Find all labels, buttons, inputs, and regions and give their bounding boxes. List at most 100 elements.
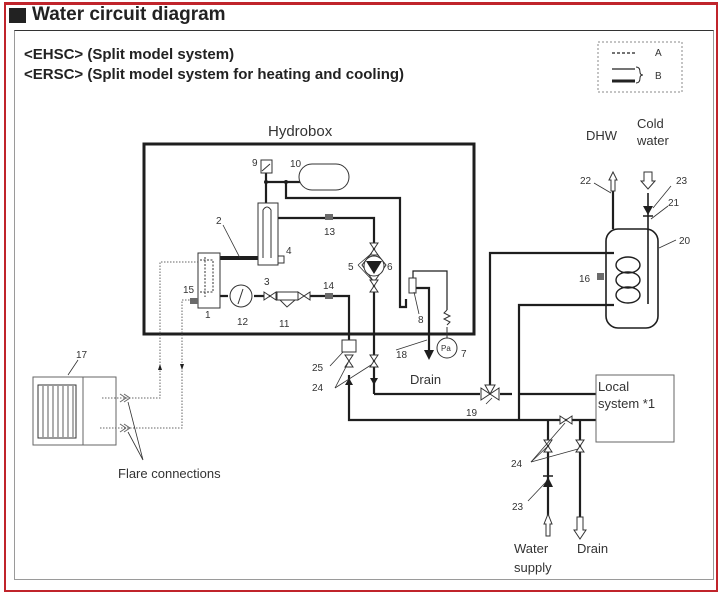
label-19: 19: [466, 408, 478, 419]
label-3: 3: [264, 277, 270, 288]
label-23-top: 23: [676, 176, 688, 187]
valve-icon: [263, 291, 277, 301]
hydrobox-label: Hydrobox: [268, 123, 333, 140]
label-13: 13: [324, 227, 336, 238]
legend-label-a: A: [655, 48, 662, 59]
label-24-hydrobox: 24: [312, 383, 324, 394]
label-8: 8: [418, 315, 424, 326]
drain-label-hydrobox: Drain: [410, 372, 441, 387]
label-20: 20: [679, 236, 691, 247]
label-24-bottom: 24: [511, 459, 523, 470]
label-5: 5: [348, 262, 354, 273]
legend-label-b: B: [655, 71, 662, 82]
label-11: 11: [279, 319, 290, 330]
pipe-relief-drain: [415, 286, 431, 350]
water-supply-label-1: Water: [514, 541, 549, 556]
junction-dot: [264, 180, 268, 184]
outdoor-unit-fan-grille: [37, 384, 77, 439]
dhw-tank: [605, 228, 659, 329]
sensor-15: [190, 298, 198, 304]
label-25: 25: [312, 363, 324, 374]
leader-17: [67, 359, 79, 376]
booster-heater: [257, 202, 279, 266]
diagram-panel: [14, 30, 714, 580]
label-4: 4: [286, 246, 292, 257]
valve-24-a: [344, 354, 354, 368]
air-vent-detail: [261, 163, 271, 172]
dhw-label: DHW: [586, 128, 618, 143]
grille-lines: [42, 386, 74, 437]
local-system-box: [595, 374, 675, 443]
pump-triangle: [366, 261, 382, 274]
junction-dot: [284, 180, 288, 184]
title-bullet-square: [9, 7, 26, 23]
pipe-heater-to-pump: [278, 216, 376, 250]
line-legend: A B: [597, 41, 683, 93]
sensor-16: [597, 273, 604, 280]
legend-box: [597, 41, 683, 93]
label-16: 16: [579, 274, 591, 285]
refrigerant-lines: [100, 261, 198, 429]
drain-label-bottom: Drain: [577, 541, 608, 556]
label-21: 21: [668, 198, 680, 209]
valve-24-d: [543, 439, 553, 453]
valve-icon: [297, 291, 311, 301]
flow-arrow-up: [345, 378, 353, 385]
subtitle-ersc: <ERSC> (Split model system for heating a…: [24, 66, 405, 83]
label-9: 9: [252, 158, 258, 169]
section-title: Water circuit diagram: [9, 4, 226, 26]
valve-24-c: [559, 415, 573, 425]
label-10: 10: [290, 159, 302, 170]
label-18: 18: [396, 350, 408, 361]
hex-internal-path: [200, 257, 214, 297]
leader-lines: [222, 182, 677, 502]
title-text: Water circuit diagram: [32, 4, 226, 25]
cold-water-in-arrow: [639, 171, 657, 190]
flare-connection-icon: [119, 423, 131, 433]
valve-port: [489, 387, 500, 401]
cold-water-label-2: water: [636, 133, 669, 148]
valve-port: [480, 387, 491, 401]
three-way-valve: [480, 384, 500, 401]
label-23-bottom: 23: [512, 502, 524, 513]
flare-connections-label: Flare connections: [118, 466, 221, 481]
pump-valve-top: [369, 242, 379, 256]
plate-heat-exchanger: [197, 252, 221, 309]
valve-port: [484, 384, 496, 396]
valve-24-e: [575, 439, 585, 453]
label-6: 6: [387, 262, 393, 273]
sensor-13: [325, 214, 333, 220]
strainer-body: [276, 291, 299, 301]
pipe-3way-to-coil: [488, 251, 614, 386]
label-12: 12: [237, 317, 249, 328]
water-supply-arrow: [543, 512, 553, 537]
outdoor-unit-body: [32, 376, 117, 446]
local-system-label-2: system *1: [598, 396, 655, 411]
legend-brace: [635, 66, 644, 84]
flow-arrow-down: [180, 364, 184, 370]
drain-out-arrow: [573, 516, 587, 540]
strainer-cap: [278, 299, 297, 308]
label-22: 22: [580, 176, 592, 187]
expansion-vessel: [298, 163, 350, 191]
tank-coil: [615, 256, 641, 304]
local-system-label-1: Local: [598, 379, 629, 394]
flare-leader-lines: [127, 401, 144, 461]
pipe-return-main: [347, 375, 596, 422]
sensor-14: [325, 293, 333, 299]
strainer-25: [341, 339, 357, 353]
pressure-relief-valve: [408, 277, 417, 294]
refrigerant-line-gas: [102, 261, 198, 399]
pipe-gauge: [412, 270, 448, 310]
coil-loop: [615, 271, 641, 289]
outer-frame: [4, 2, 718, 592]
check-valve-23-bottom: [543, 477, 553, 487]
gauge-spring: [442, 309, 452, 326]
flow-switch-needle: [237, 288, 244, 305]
check-valve-23-top: [643, 206, 653, 215]
drain-arrow-hydrobox: [424, 350, 434, 360]
component-number-labels: 1 2 3 4 5 6 7 8 9 10 11 12 13 14 15 16 1…: [76, 158, 691, 513]
label-2: 2: [216, 216, 222, 227]
label-1: 1: [205, 310, 211, 321]
